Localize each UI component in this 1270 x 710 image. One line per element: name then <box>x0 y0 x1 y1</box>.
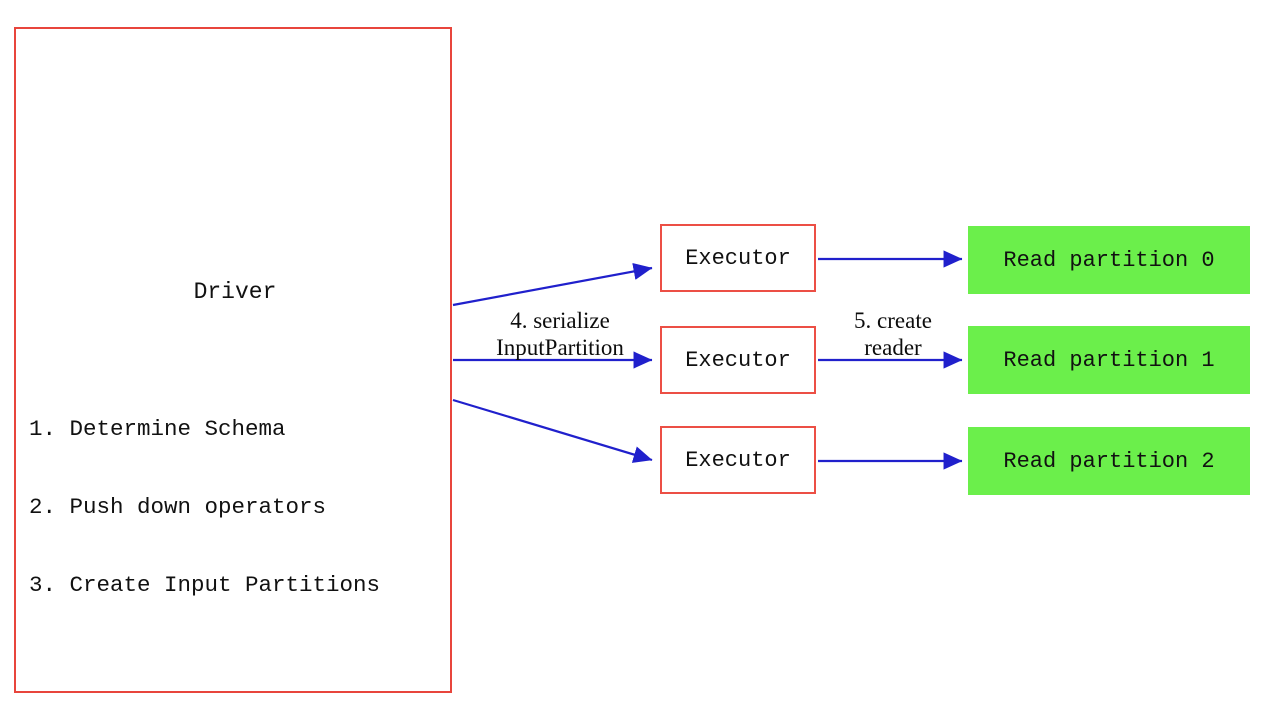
read-partition-label-0: Read partition 0 <box>1003 247 1215 273</box>
driver-step-2: 2. Push down operators <box>29 494 327 520</box>
read-partition-box-1: Read partition 1 <box>968 326 1250 394</box>
edge-label-create-reader-line-1: 5. create <box>854 308 932 333</box>
edge-label-serialize-line-1: 4. serialize <box>510 308 610 333</box>
driver-box: Driver 1. Determine Schema 2. Push down … <box>14 27 452 693</box>
executor-box-1: Executor <box>660 224 816 292</box>
executor-box-2: Executor <box>660 326 816 394</box>
read-partition-box-2: Read partition 2 <box>968 427 1250 495</box>
driver-title: Driver <box>193 279 277 305</box>
read-partition-label-1: Read partition 1 <box>1003 347 1215 373</box>
executor-box-3: Executor <box>660 426 816 494</box>
driver-step-1: 1. Determine Schema <box>29 416 286 442</box>
edge-label-create-reader: 5. create reader <box>823 307 963 361</box>
read-partition-box-0: Read partition 0 <box>968 226 1250 294</box>
edge-label-serialize-line-2: InputPartition <box>496 335 624 360</box>
arrow-driver-to-executor-1 <box>452 262 653 307</box>
edge-label-create-reader-line-2: reader <box>864 335 922 360</box>
edge-label-serialize: 4. serialize InputPartition <box>455 307 665 361</box>
read-partition-label-2: Read partition 2 <box>1003 448 1215 474</box>
driver-step-3: 3. Create Input Partitions <box>29 572 381 598</box>
executor-label-2: Executor <box>685 347 791 373</box>
arrow-driver-to-executor-3 <box>452 398 653 463</box>
executor-label-1: Executor <box>685 245 791 271</box>
executor-label-3: Executor <box>685 447 791 473</box>
driver-steps-list: 1. Determine Schema 2. Push down operato… <box>29 364 380 650</box>
